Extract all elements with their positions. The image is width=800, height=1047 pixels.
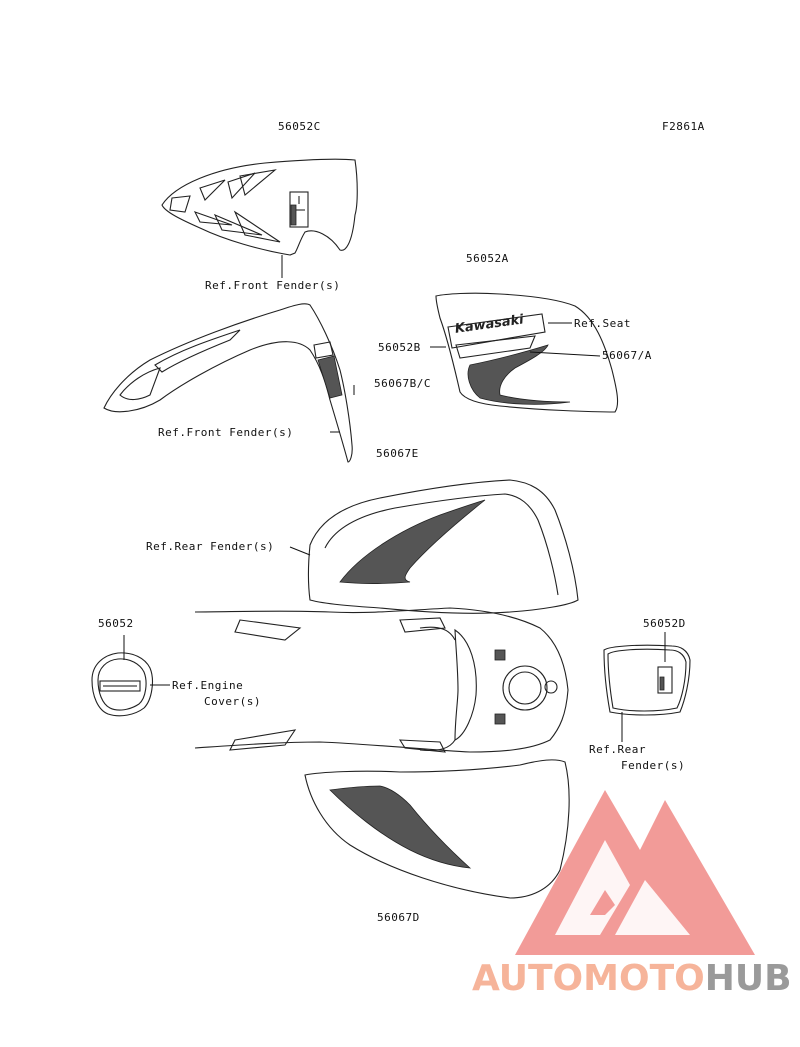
ref-engine-cover-line2: Cover(s)	[204, 695, 261, 708]
ref-front-fender-label-1: Ref.Front Fender(s)	[205, 279, 341, 292]
front-fender-side-decal	[103, 303, 353, 463]
watermark-text-part2: HUB	[704, 958, 792, 999]
part-number-56067a: 56067/A	[602, 349, 652, 362]
ref-rear-fender-2-line2: Fender(s)	[621, 759, 686, 772]
front-fender-top-decal	[161, 158, 358, 256]
part-number-56052a: 56052A	[466, 252, 509, 265]
rear-fender-main	[194, 479, 579, 899]
watermark-text-part1: AUTOMOTO	[472, 958, 705, 999]
part-number-56067d: 56067D	[377, 911, 420, 924]
part-number-56067bc: 56067B/C	[374, 377, 431, 390]
ref-rear-fender-label-1: Ref.Rear Fender(s)	[146, 540, 275, 553]
figure-code: F2861A	[662, 120, 705, 133]
side-cover-decal	[435, 292, 619, 413]
part-number-56052c: 56052C	[278, 120, 321, 133]
watermark-logo	[515, 790, 755, 955]
watermark-text: AUTOMOTOHUB	[472, 958, 792, 999]
ref-seat-label: Ref.Seat	[574, 317, 631, 330]
part-number-56052b: 56052B	[378, 341, 421, 354]
engine-cover-decal	[91, 652, 153, 717]
part-number-56067e: 56067E	[376, 447, 419, 460]
part-number-56052d: 56052D	[643, 617, 686, 630]
ref-engine-cover-line1: Ref.Engine	[172, 679, 244, 692]
part-number-56052: 56052	[98, 617, 134, 630]
rear-fender-small-decal	[603, 644, 691, 716]
ref-rear-fender-2-line1: Ref.Rear	[589, 743, 646, 756]
ref-front-fender-label-2: Ref.Front Fender(s)	[158, 426, 294, 439]
